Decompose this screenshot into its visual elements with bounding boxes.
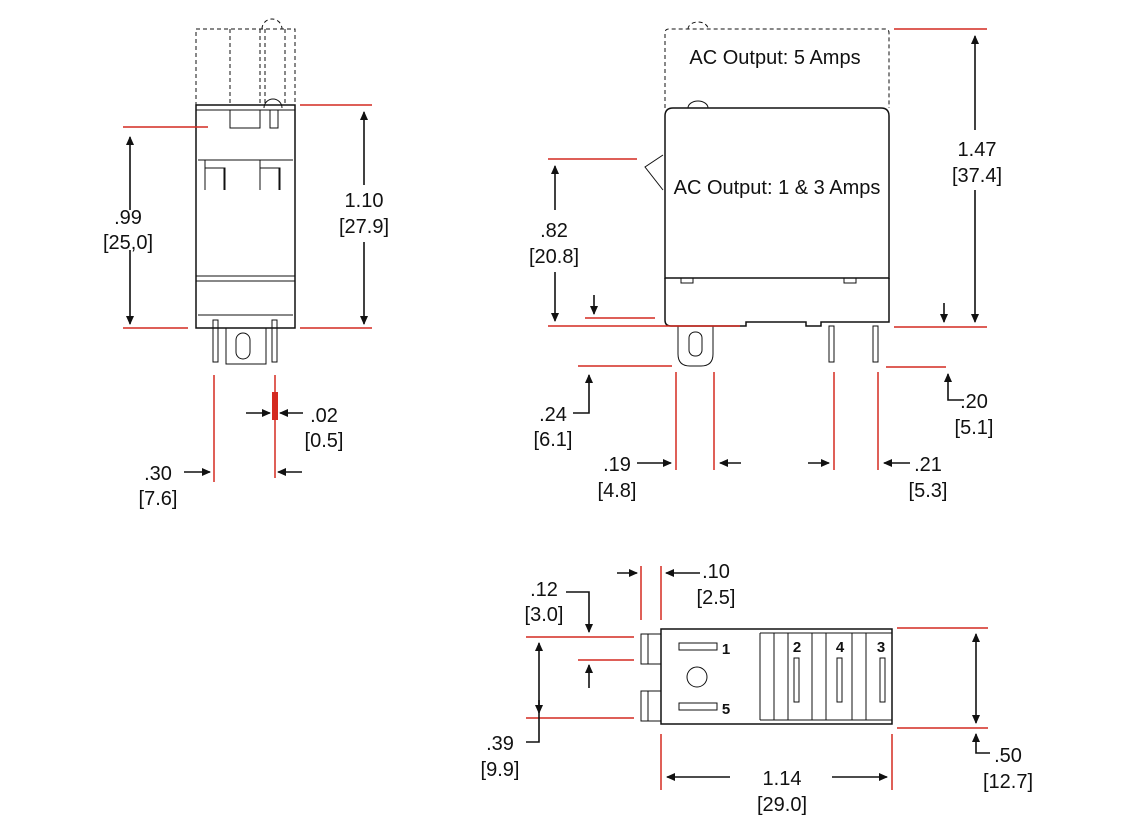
- side-dashed-outline: [664, 21, 890, 109]
- dim-pin-length-024-inch: .24: [539, 404, 567, 426]
- pin-label-5: 5: [722, 701, 730, 718]
- bottom-body: [640, 628, 893, 725]
- note-ac-output-5a: AC Output: 5 Amps: [689, 47, 860, 69]
- dim-offset-010-mm: [2.5]: [697, 587, 736, 609]
- dim-spacing-019-inch: .19: [603, 454, 631, 476]
- dim-offset-012-inch: .12: [530, 579, 558, 601]
- note-ac-output-1-3a: AC Output: 1 & 3 Amps: [674, 177, 881, 199]
- side-view: AC Output: 5 Amps AC Output: 1 & 3 Amps: [529, 21, 1002, 502]
- dim-offset-010-inch: .10: [702, 561, 730, 583]
- dim-front-total-height-inch: 1.10: [345, 190, 384, 212]
- front-view: .99 [25,0] 1.10 [27.9] .02 [0.5] .30 [7.…: [103, 18, 389, 510]
- dim-pin-length-024-mm: [6.1]: [534, 429, 573, 451]
- pin-label-4: 4: [836, 639, 845, 656]
- dim-front-height-mm: [25,0]: [103, 232, 153, 254]
- dim-side-body-height-inch: .82: [540, 220, 568, 242]
- dim-side-total-height-inch: 1.47: [958, 139, 997, 161]
- dim-spacing-039-inch: .39: [486, 733, 514, 755]
- dim-side-total-height-mm: [37.4]: [952, 165, 1002, 187]
- dim-pin-spacing-inch: .30: [144, 463, 172, 485]
- dim-front-total-height-mm: [27.9]: [339, 216, 389, 238]
- dim-length-114-mm: [29.0]: [757, 794, 807, 816]
- dim-spacing-039-mm: [9.9]: [481, 759, 520, 781]
- dim-spacing-021-inch: .21: [914, 454, 942, 476]
- dim-width-050-mm: [12.7]: [983, 771, 1033, 793]
- dim-spacing-019-mm: [4.8]: [598, 480, 637, 502]
- front-body: [195, 98, 296, 365]
- front-dashed-outline: [195, 18, 296, 106]
- dim-pin-width-inch: .02: [310, 405, 338, 427]
- dim-front-height-inch: .99: [114, 207, 142, 229]
- dim-pin-width-mm: [0.5]: [305, 430, 344, 452]
- pin-label-2: 2: [793, 639, 801, 656]
- dim-spacing-021-mm: [5.3]: [909, 480, 948, 502]
- dim-pin-spacing-mm: [7.6]: [139, 488, 178, 510]
- pin-label-1: 1: [722, 641, 730, 658]
- dim-pin-length-020-inch: .20: [960, 391, 988, 413]
- pin-label-3: 3: [877, 639, 885, 656]
- side-body: [644, 107, 890, 367]
- dim-width-050-inch: .50: [994, 745, 1022, 767]
- dim-pin-length-020-mm: [5.1]: [955, 417, 994, 439]
- bottom-view: 1 2 3 4 5 .10 [2.5] .12 [3.0] .39 [9.9]: [481, 561, 1033, 816]
- dim-side-body-height-mm: [20.8]: [529, 246, 579, 268]
- dim-offset-012-mm: [3.0]: [525, 604, 564, 626]
- dim-length-114-inch: 1.14: [763, 768, 802, 790]
